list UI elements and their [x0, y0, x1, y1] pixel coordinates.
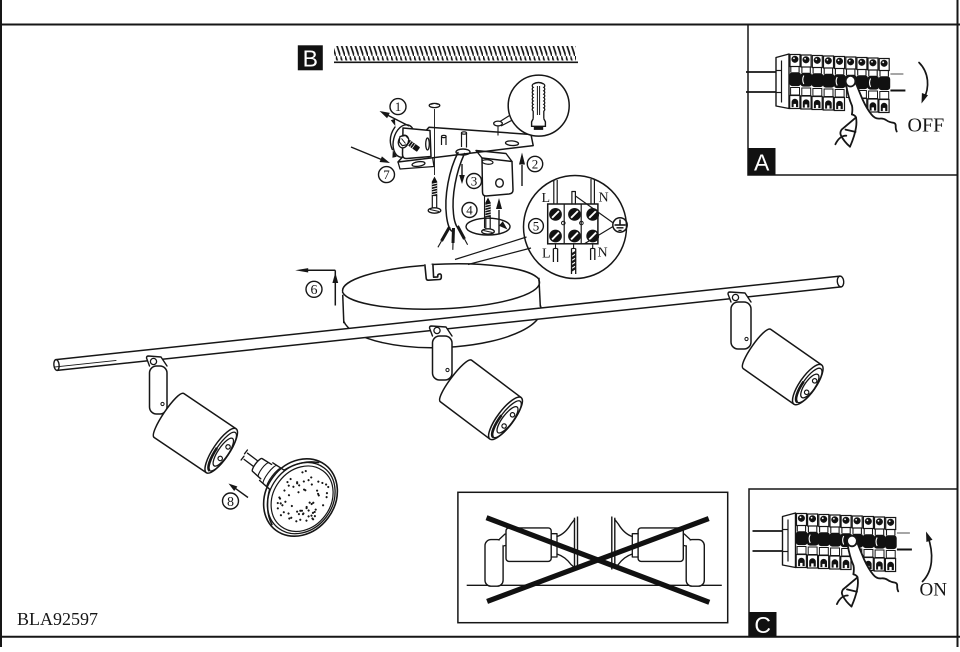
svg-text:6: 6 — [311, 283, 318, 298]
svg-text:ON: ON — [920, 580, 948, 601]
svg-text:8: 8 — [227, 495, 234, 510]
svg-text:L: L — [542, 191, 551, 206]
svg-text:7: 7 — [383, 167, 390, 182]
svg-text:5: 5 — [533, 218, 540, 233]
svg-text:N: N — [599, 191, 609, 206]
svg-text:N: N — [598, 246, 608, 261]
svg-text:A: A — [754, 150, 770, 176]
svg-text:OFF: OFF — [908, 115, 945, 137]
svg-text:BLA92597: BLA92597 — [17, 609, 98, 629]
svg-text:B: B — [303, 46, 318, 72]
svg-text:4: 4 — [466, 202, 473, 217]
svg-text:2: 2 — [532, 156, 539, 171]
svg-text:C: C — [754, 612, 771, 638]
svg-text:L: L — [542, 247, 551, 262]
svg-text:3: 3 — [471, 173, 478, 188]
svg-text:1: 1 — [395, 99, 402, 114]
